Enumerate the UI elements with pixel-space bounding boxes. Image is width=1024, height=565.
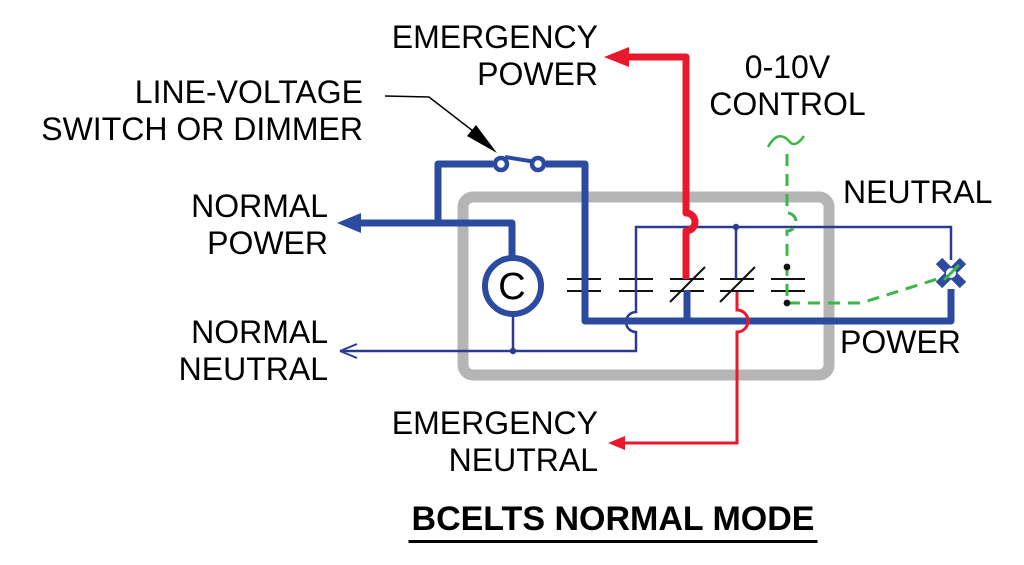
control-line2: CONTROL bbox=[709, 86, 866, 122]
junction-dot bbox=[783, 299, 791, 307]
fixture-control-slash bbox=[942, 263, 961, 282]
callout-leader bbox=[384, 95, 497, 153]
junction-dot bbox=[732, 223, 740, 231]
diagram-title: BCELTS NORMAL MODE bbox=[408, 501, 818, 543]
junction-dot bbox=[783, 263, 791, 271]
emergency-power-arrow-icon bbox=[604, 47, 629, 67]
line-voltage-line2: SWITCH OR DIMMER bbox=[41, 111, 363, 147]
emergency-neutral-line2: NEUTRAL bbox=[448, 442, 598, 478]
switch-feed-wire bbox=[434, 160, 493, 223]
leader-arrow-icon bbox=[467, 125, 497, 153]
emergency-power-wire bbox=[628, 53, 699, 279]
normal-power-line1: NORMAL bbox=[191, 188, 328, 224]
normal-power-arrow-icon bbox=[337, 213, 361, 233]
control-wire-break-icon bbox=[766, 134, 806, 148]
line-voltage-line1: LINE-VOLTAGE bbox=[134, 74, 363, 110]
switch-terminal bbox=[529, 155, 547, 173]
junction-dot bbox=[509, 347, 517, 355]
emergency-power-line2: POWER bbox=[477, 56, 598, 92]
normal-neutral-label: NORMAL NEUTRAL bbox=[179, 314, 328, 388]
normal-neutral-line1: NORMAL bbox=[191, 314, 328, 350]
emergency-wires bbox=[623, 53, 750, 445]
power-label: POWER bbox=[840, 324, 961, 360]
neutral-label: NEUTRAL bbox=[843, 174, 993, 210]
emergency-neutral-label: EMERGENCY NEUTRAL bbox=[392, 405, 598, 479]
emergency-neutral-line1: EMERGENCY bbox=[391, 405, 598, 441]
enclosure-box bbox=[457, 191, 835, 381]
emergency-neutral-wire bbox=[623, 292, 750, 445]
leader-line bbox=[384, 95, 474, 132]
switch-terminal bbox=[492, 155, 510, 173]
emergency-neutral-arrow-icon bbox=[608, 436, 625, 450]
normal-power-label: NORMAL POWER bbox=[191, 188, 328, 262]
normal-power-wire bbox=[354, 219, 516, 257]
line-voltage-switch-label: LINE-VOLTAGE SWITCH OR DIMMER bbox=[41, 74, 363, 148]
emergency-power-label: EMERGENCY POWER bbox=[392, 19, 598, 93]
fixture-x-icon bbox=[935, 257, 967, 289]
normal-neutral-line2: NEUTRAL bbox=[178, 351, 328, 387]
power-bus-wire bbox=[546, 160, 955, 325]
normal-neutral-arrow-icon bbox=[339, 343, 358, 359]
emergency-power-line1: EMERGENCY bbox=[391, 19, 598, 55]
controller-circle bbox=[482, 255, 544, 317]
controller-circle-symbol: C bbox=[482, 255, 544, 317]
controller-letter: C bbox=[498, 266, 525, 308]
control-wire bbox=[785, 154, 948, 305]
line-voltage-switch-symbol bbox=[492, 155, 547, 173]
slash-mark bbox=[669, 266, 706, 303]
control-line1: 0-10V bbox=[744, 49, 831, 85]
normal-power-wires bbox=[354, 160, 955, 325]
normal-power-line2: POWER bbox=[207, 225, 328, 261]
control-0-10v-label: 0-10V CONTROL bbox=[700, 49, 875, 123]
slash-mark bbox=[719, 266, 756, 303]
